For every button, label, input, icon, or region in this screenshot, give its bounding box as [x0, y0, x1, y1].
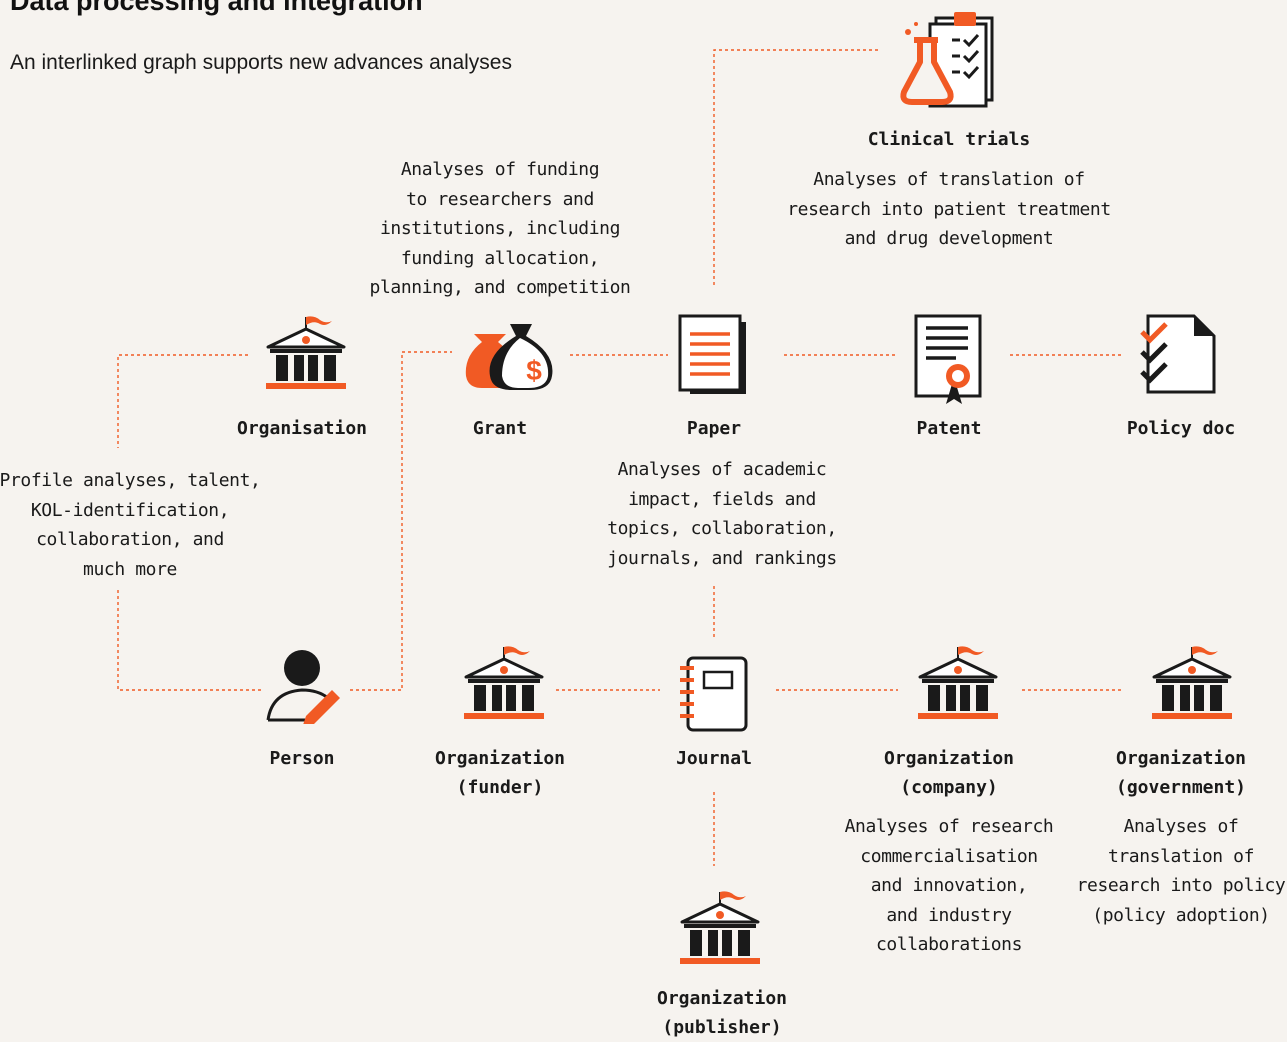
person-pen-icon: [266, 650, 340, 724]
node-label-org-company: Organization (company): [883, 748, 1015, 798]
flask-checklist-icon: [900, 12, 994, 108]
node-description-clinical-trials: Analyses of translation of research into…: [787, 169, 1111, 249]
node-label-org-publisher: Organization (publisher): [656, 988, 788, 1038]
institution-building-icon: [1152, 646, 1232, 719]
node-description-paper: Analyses of academic impact, fields and …: [607, 459, 837, 569]
node-label-clinical-trials: Clinical trials: [867, 129, 1031, 150]
money-bags-icon: $: [465, 324, 553, 390]
certificate-icon: [914, 314, 982, 404]
connector-organisation-person: [117, 354, 262, 691]
page-subtitle: An interlinked graph supports new advanc…: [10, 51, 512, 74]
node-description-grant: Analyses of funding to researchers and i…: [369, 159, 631, 298]
institution-building-icon: [266, 316, 346, 389]
node-label-policy-doc: Policy doc: [1126, 418, 1236, 439]
node-description-org-company: Analyses of research commercialisation a…: [844, 816, 1054, 955]
node-label-person: Person: [269, 748, 335, 769]
node-label-org-government: Organization (government): [1115, 748, 1247, 798]
node-label-patent: Patent: [916, 418, 982, 439]
node-description-org-government: Analyses of translation of research into…: [1076, 816, 1286, 926]
checklist-document-icon: [1140, 314, 1216, 394]
node-label-organisation: Organisation: [236, 418, 368, 439]
node-label-journal: Journal: [676, 748, 752, 769]
institution-building-icon: [918, 646, 998, 719]
institution-building-icon: [680, 891, 760, 964]
page-title: Data processing and integration: [10, 0, 423, 16]
node-label-grant: Grant: [472, 418, 528, 439]
notebook-icon: [680, 656, 748, 732]
document-stack-icon: [678, 314, 746, 394]
institution-building-icon: [464, 646, 544, 719]
connector-person-grant: [350, 351, 452, 691]
node-label-org-funder: Organization (funder): [434, 748, 566, 798]
connector-paper-clinical-trials: [713, 49, 880, 285]
svg-text:$: $: [526, 355, 542, 386]
node-description-organisation: Profile analyses, talent, KOL-identifica…: [0, 470, 261, 580]
node-label-paper: Paper: [686, 418, 742, 439]
